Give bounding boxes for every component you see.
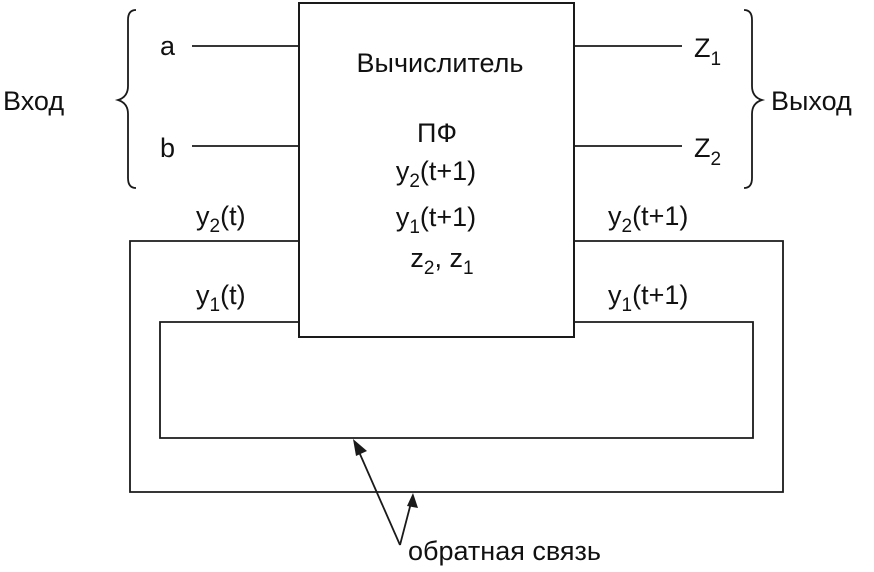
block-z-values-label: z2, z1 bbox=[410, 243, 473, 279]
output-z2-label: Z2 bbox=[694, 133, 721, 170]
arrow-to-outer-line bbox=[399, 498, 413, 546]
arrow-to-outer-head bbox=[407, 493, 418, 508]
arrow-to-inner-head bbox=[353, 439, 367, 456]
input-group-label: Вход bbox=[3, 86, 64, 116]
feedback-loop-outer bbox=[129, 240, 784, 493]
computer-block bbox=[298, 2, 575, 338]
block-title: Вычислитель bbox=[357, 48, 524, 78]
feedback-caption: обратная связь bbox=[408, 536, 601, 566]
feedback-left-y2-label: y2(t) bbox=[196, 201, 246, 237]
feedback-right-y2-label: y2(t+1) bbox=[608, 201, 688, 237]
input-brace bbox=[114, 9, 137, 189]
output-brace bbox=[743, 9, 766, 189]
block-y1-next-label: y1(t+1) bbox=[396, 202, 476, 238]
feedback-left-y1-label: y1(t) bbox=[196, 280, 246, 316]
block-y2-next-label: y2(t+1) bbox=[396, 156, 476, 192]
block-pf-label: ПФ bbox=[417, 118, 457, 148]
feedback-right-y1-label: y1(t+1) bbox=[608, 280, 688, 316]
output-group-label: Выход bbox=[771, 86, 852, 116]
output-z1-label: Z1 bbox=[694, 33, 721, 70]
feedback-arrows bbox=[353, 439, 418, 546]
arrow-to-inner-line bbox=[355, 444, 401, 546]
input-a-label: a bbox=[160, 31, 176, 61]
feedback-loop-inner bbox=[159, 321, 754, 439]
input-b-label: b bbox=[160, 133, 175, 163]
